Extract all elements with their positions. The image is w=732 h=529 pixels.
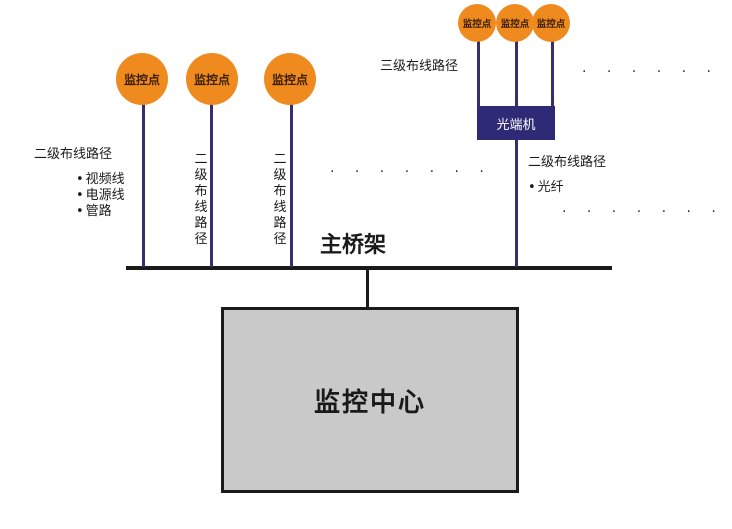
- monitoring-center-box: 监控中心: [221, 307, 519, 493]
- vertical-route-label-2: 二级布线路径: [194, 152, 208, 247]
- main-bridge-label: 主桥架: [320, 233, 387, 258]
- small-monitor-point-2: 监控点: [496, 4, 534, 42]
- more-points-ellipsis-middle: · · · · · · ·: [330, 164, 492, 180]
- level2-route-label-left: 二级布线路径: [34, 147, 113, 162]
- optical-terminal-label: 光端机: [496, 117, 536, 133]
- main-bridge-bar: [126, 266, 612, 270]
- small-monitor-point-3: 监控点: [532, 4, 570, 42]
- fiber-route-line: [515, 140, 518, 267]
- monitor-point-2: 监控点: [186, 53, 238, 105]
- more-points-ellipsis-top: · · · · · · ·: [582, 64, 732, 80]
- more-points-ellipsis-right: · · · · · · ·: [562, 204, 724, 220]
- optical-terminal-box: 光端机: [477, 106, 555, 140]
- cable-item-video: 视频线: [76, 172, 125, 188]
- level3-line-2: [515, 40, 518, 108]
- level2-route-label-right: 二级布线路径: [528, 155, 607, 170]
- route-line-2: [210, 100, 213, 267]
- monitor-point-3: 监控点: [264, 53, 316, 105]
- level3-line-3: [551, 40, 554, 108]
- monitoring-center-label: 监控中心: [313, 387, 426, 418]
- cable-item-conduit: 管路: [76, 204, 125, 220]
- monitor-point-1: 监控点: [116, 53, 168, 105]
- level3-line-1: [477, 40, 480, 108]
- route-line-1: [142, 100, 145, 267]
- level3-route-label: 三级布线路径: [380, 59, 459, 74]
- small-monitor-point-1: 监控点: [458, 4, 496, 42]
- right-cable-list: 光纤: [528, 180, 564, 196]
- vertical-route-label-3: 二级布线路径: [273, 152, 287, 247]
- route-line-3: [290, 100, 293, 267]
- center-connector-line: [366, 270, 369, 308]
- left-cable-list: 视频线 电源线 管路: [76, 172, 125, 220]
- cable-item-power: 电源线: [76, 188, 125, 204]
- cable-item-fiber: 光纤: [528, 180, 564, 196]
